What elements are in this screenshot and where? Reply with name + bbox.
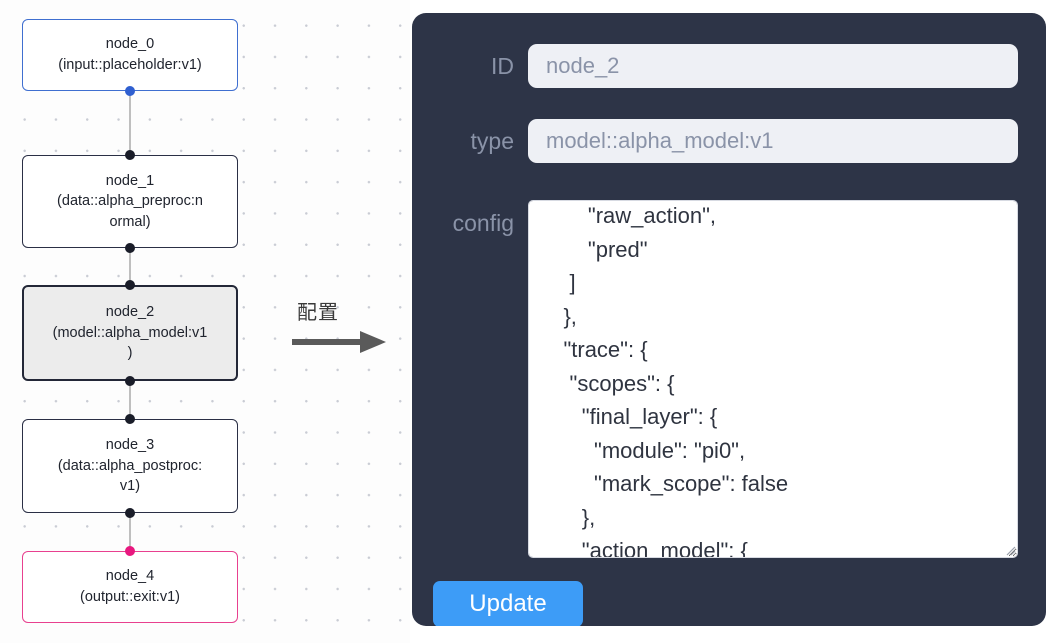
node-label-line: ) xyxy=(127,345,133,362)
node-label-line: node_2 xyxy=(105,304,155,321)
node-handle[interactable] xyxy=(125,150,135,160)
arrow-annotation: 配置 xyxy=(290,296,400,355)
edge-line xyxy=(129,381,131,419)
graph-node-node_3[interactable]: node_3(data::alpha_postproc:v1) xyxy=(22,419,238,513)
node-label-line: (output::exit:v1) xyxy=(80,589,180,605)
node-label-line: node_1 xyxy=(105,172,155,189)
edge-line xyxy=(129,248,131,285)
node-label-line: node_3 xyxy=(105,437,155,454)
config-textarea-wrap xyxy=(528,200,1018,558)
graph-node-node_4[interactable]: node_4(output::exit:v1) xyxy=(22,551,238,623)
graph-node-node_2[interactable]: node_2(model::alpha_model:v1) xyxy=(22,285,238,381)
update-button[interactable]: Update xyxy=(433,581,583,626)
graph-canvas[interactable]: node_0(input::placeholder:v1)node_1(data… xyxy=(0,0,410,643)
node-label-line: ormal) xyxy=(109,213,151,230)
type-label: type xyxy=(470,127,514,154)
node-label-line: node_0 xyxy=(105,36,155,53)
config-textarea[interactable] xyxy=(528,200,1018,558)
edge-line xyxy=(129,91,131,155)
node-handle[interactable] xyxy=(125,243,135,253)
id-input[interactable] xyxy=(528,44,1018,88)
node-handle[interactable] xyxy=(125,86,135,96)
node-label-line: (input::placeholder:v1) xyxy=(58,57,202,73)
field-row-config: config xyxy=(412,200,1046,558)
node-label-line: node_4 xyxy=(105,568,155,585)
config-panel: ID type config Update xyxy=(412,13,1046,626)
graph-node-node_0[interactable]: node_0(input::placeholder:v1) xyxy=(22,19,238,91)
node-label-line: (model::alpha_model:v1 xyxy=(52,324,208,341)
node-label-line: (data::alpha_preproc:n xyxy=(57,193,203,210)
id-label: ID xyxy=(491,52,514,79)
arrow-label: 配置 xyxy=(297,300,339,324)
node-handle[interactable] xyxy=(125,376,135,386)
type-input[interactable] xyxy=(528,119,1018,163)
node-handle[interactable] xyxy=(125,508,135,518)
node-handle[interactable] xyxy=(125,414,135,424)
node-handle[interactable] xyxy=(125,280,135,290)
right-arrow-icon xyxy=(292,331,386,353)
field-row-type: type xyxy=(412,119,1046,163)
field-row-id: ID xyxy=(412,44,1046,88)
edge-line xyxy=(129,513,131,551)
node-label-line: (data::alpha_postproc: xyxy=(57,457,203,474)
node-label-line: v1) xyxy=(119,478,141,495)
config-label: config xyxy=(452,210,514,236)
node-handle[interactable] xyxy=(125,546,135,556)
